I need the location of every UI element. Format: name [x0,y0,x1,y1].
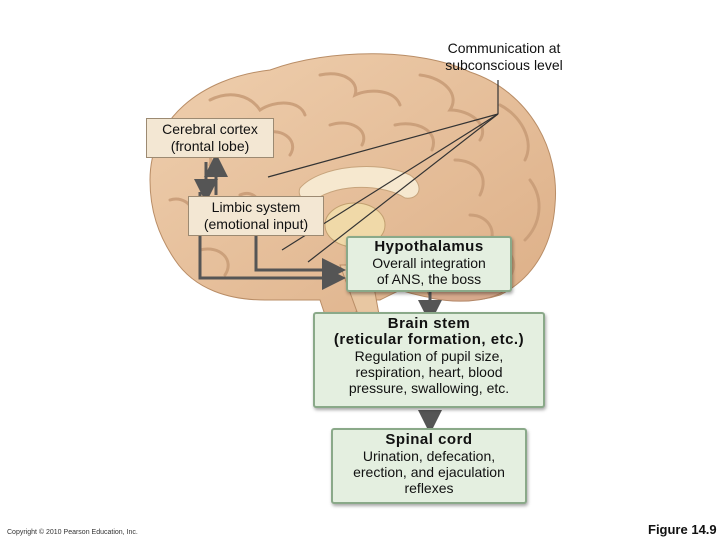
cerebral-cortex-label: Cerebral cortex (frontal lobe) [146,118,274,158]
limbic-line-1: Limbic system [211,199,301,215]
hypothalamus-line-1: Overall integration [372,255,486,271]
hypothalamus-box: Hypothalamus Overall integration of ANS,… [346,236,512,292]
brain-stem-line-1: Regulation of pupil size, [354,348,504,364]
brain-stem-title-1: Brain stem [387,315,471,332]
hypothalamus-line-2: of ANS, the boss [376,271,482,287]
cortex-line-1: Cerebral cortex [162,121,258,137]
cortex-line-2: (frontal lobe) [170,138,250,154]
brain-stem-box: Brain stem (reticular formation, etc.) R… [313,312,545,408]
brain-stem-title-2: (reticular formation, etc.) [333,331,525,348]
limbic-line-2: (emotional input) [203,216,309,232]
limbic-system-label: Limbic system (emotional input) [188,196,324,236]
hypothalamus-title: Hypothalamus [374,238,484,255]
spinal-cord-box: Spinal cord Urination, defecation, erect… [331,428,527,504]
figure-number: Figure 14.9 [648,522,717,537]
subconscious-line-1: Communication at [447,40,561,56]
brain-stem-line-3: pressure, swallowing, etc. [348,380,510,396]
spinal-cord-line-1: Urination, defecation, [362,448,496,464]
subconscious-line-2: subconscious level [445,57,563,73]
subconscious-label: Communication at subconscious level [418,40,590,74]
spinal-cord-line-2: erection, and ejaculation [353,464,505,480]
spinal-cord-title: Spinal cord [385,431,473,448]
brain-stem-line-2: respiration, heart, blood [355,364,503,380]
copyright-text: Copyright © 2010 Pearson Education, Inc. [7,529,138,536]
spinal-cord-line-3: reflexes [404,480,454,496]
